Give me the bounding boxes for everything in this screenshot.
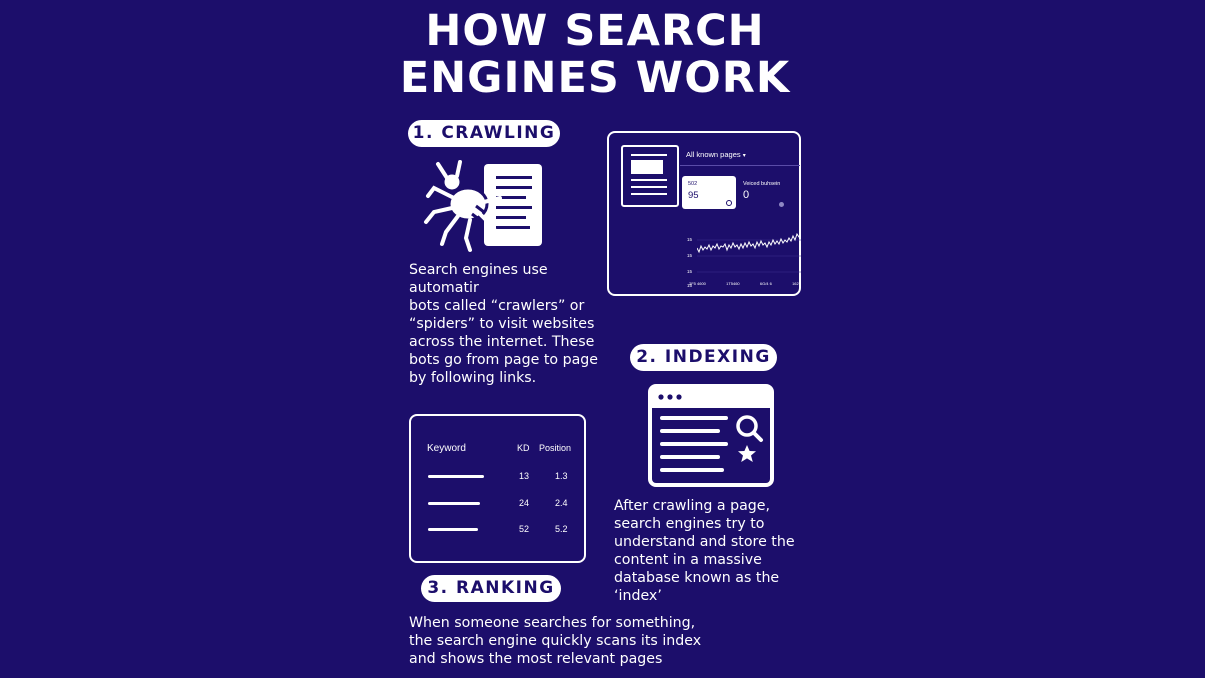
ranking-description: When someone searches for something, the…: [409, 614, 729, 668]
search-icon: [736, 415, 763, 442]
text-line: database known as the ‘index’: [614, 570, 780, 604]
crawling-description: Search engines use automatir bots called…: [409, 261, 619, 387]
text-line: across the internet. These: [409, 334, 595, 350]
stat-2-value: 0: [743, 189, 750, 201]
info-icon: [726, 200, 732, 206]
text-line: Search engines use automatir: [409, 262, 548, 296]
line-chart-icon: [697, 232, 801, 273]
star-icon: [738, 445, 756, 462]
dropdown-label: All known pages: [686, 150, 741, 159]
position-value: 2.4: [555, 498, 568, 508]
stat-1-label: 502: [688, 181, 698, 187]
title-line-2: ENGINES WORK: [399, 53, 791, 103]
position-value: 1.3: [555, 471, 568, 481]
text-line: understand and store the: [614, 534, 795, 550]
kd-value: 52: [519, 524, 530, 534]
y-tick: 15: [687, 237, 693, 242]
y-tick: 15: [687, 283, 693, 288]
x-tick: 6G/4 6: [759, 281, 772, 286]
text-line: and shows the most relevant pages: [409, 651, 663, 667]
y-tick: 15: [687, 253, 693, 258]
info-icon: [779, 202, 784, 207]
kd-value: 13: [519, 471, 530, 481]
all-known-pages-dropdown[interactable]: All known pages ▾: [686, 150, 746, 159]
kd-value: 24: [519, 498, 530, 508]
keyword-placeholder-bar: [428, 475, 484, 478]
index-dashboard-panel: All known pages ▾ 502 95 Veiced buhsein …: [607, 131, 801, 296]
stat-1-value: 95: [688, 190, 699, 201]
position-value: 5.2: [555, 524, 568, 534]
title-line-1: HOW SEARCH: [425, 6, 765, 56]
text-line: bots called “crawlers” or: [409, 298, 585, 314]
x-tick: 1T5460: [726, 281, 740, 286]
position-column-header: Position: [539, 443, 572, 453]
page-title: HOW SEARCH ENGINES WORK: [0, 8, 1190, 102]
indexing-description: After crawling a page, search engines tr…: [614, 497, 824, 605]
stat-2-label: Veiced buhsein: [743, 181, 781, 187]
text-line: by following links.: [409, 370, 537, 386]
text-line: content in a massive: [614, 552, 762, 568]
keyword-placeholder-bar: [428, 502, 480, 505]
y-tick: 15: [687, 269, 693, 274]
crawling-label: 1. CRAWLING: [408, 120, 560, 147]
indexing-label: 2. INDEXING: [630, 344, 777, 371]
kd-column-header: KD: [517, 443, 530, 453]
stat-card-2: Veiced buhsein 0: [740, 176, 790, 209]
x-axis-ticks: 2F5 4600 1T5460 6G/4 6 1627: [689, 281, 801, 286]
x-tick: 2F5 4600: [689, 281, 706, 286]
text-line: search engines try to: [614, 516, 765, 532]
chevron-down-icon: ▾: [742, 153, 746, 159]
text-line: bots go from page to page: [409, 352, 599, 368]
text-line: the search engine quickly scans its inde…: [409, 633, 702, 649]
keyword-ranking-table: Keyword KD Position 13 1.3 24 2.4 52 5.2: [409, 414, 586, 563]
x-tick: 1627: [792, 281, 801, 286]
text-line: After crawling a page,: [614, 498, 771, 514]
stat-card-1: 502 95: [682, 176, 736, 209]
document-icon: [484, 164, 542, 246]
text-line: When someone searches for something,: [409, 615, 696, 631]
browser-window-icon: [648, 384, 774, 487]
ranking-label: 3. RANKING: [421, 575, 561, 602]
spider-icon: [424, 160, 502, 252]
text-line: “spiders” to visit websites: [409, 316, 595, 332]
page-thumbnail-icon: [621, 145, 679, 207]
keyword-placeholder-bar: [428, 528, 478, 531]
keyword-column-header: Keyword: [427, 443, 466, 454]
spider-document-illustration: [424, 160, 542, 252]
